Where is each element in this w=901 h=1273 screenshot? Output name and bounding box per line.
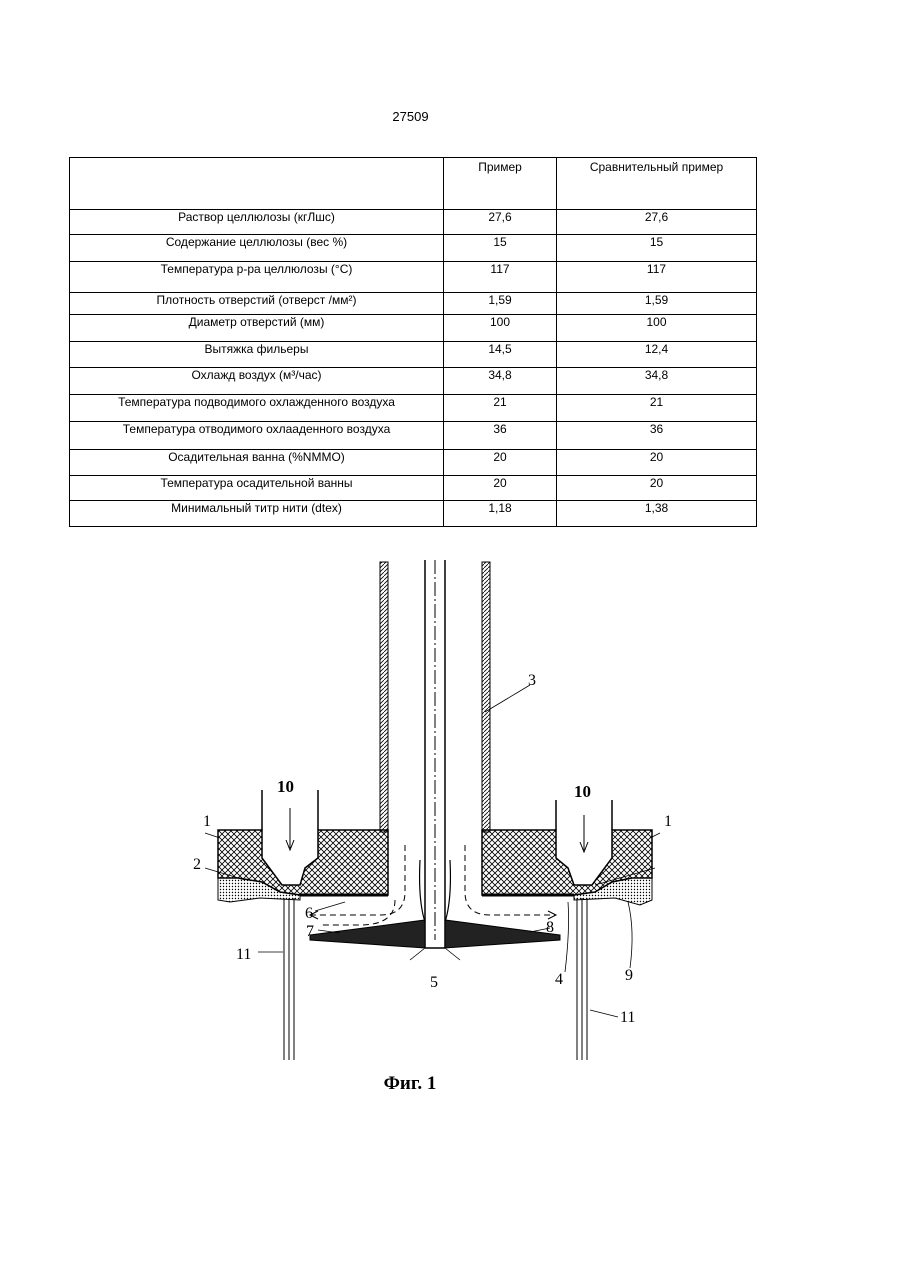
header-cell-comparative: Сравнительный пример [557,158,757,210]
row-label-cell: Охлажд воздух (м³/час) [70,368,444,395]
label-11-left: 11 [236,946,251,963]
label-3: 3 [528,672,536,689]
row-label-cell: Минимальный титр нити (dtex) [70,501,444,527]
row-label-cell: Диаметр отверстий (мм) [70,315,444,342]
label-1-left: 1 [203,813,211,830]
comparative-value-cell: 21 [557,395,757,422]
label-10-right: 10 [574,782,591,801]
row-label-cell: Раствор целлюлозы (кгЛшс) [70,210,444,235]
example-value-cell: 14,5 [444,342,557,368]
example-value-cell: 36 [444,422,557,450]
label-9: 9 [625,967,633,984]
label-2: 2 [193,856,201,873]
comparative-value-cell: 20 [557,450,757,476]
example-value-cell: 27,6 [444,210,557,235]
comparative-value-cell: 36 [557,422,757,450]
row-label-cell: Температура р-ра целлюлозы (°С) [70,262,444,293]
table-row: Содержание целлюлозы (вес %)1515 [70,235,757,262]
label-7: 7 [306,923,314,940]
table-row: Минимальный титр нити (dtex)1,181,38 [70,501,757,527]
label-6: 6 [305,905,313,922]
row-label-cell: Температура осадительной ванны [70,476,444,501]
central-rod [425,560,445,948]
page-number: 27509 [0,109,821,124]
example-value-cell: 117 [444,262,557,293]
row-label-cell: Вытяжка фильеры [70,342,444,368]
right-annular-block [482,800,652,905]
comparative-value-cell: 12,4 [557,342,757,368]
spinning-apparatus-figure: 3 10 10 1 1 2 6 7 8 5 4 9 11 11 [0,550,901,1070]
table-row: Вытяжка фильеры14,512,4 [70,342,757,368]
row-label-cell: Температура подводимого охлажденного воз… [70,395,444,422]
figure-caption: Фиг. 1 [350,1073,470,1095]
comparative-value-cell: 1,38 [557,501,757,527]
example-value-cell: 34,8 [444,368,557,395]
table-row: Температура отводимого охлааденного возд… [70,422,757,450]
row-label-cell: Плотность отверстий (отверст /мм²) [70,293,444,315]
table-row: Охлажд воздух (м³/час)34,834,8 [70,368,757,395]
row-label-cell: Содержание целлюлозы (вес %) [70,235,444,262]
table-row: Температура подводимого охлажденного воз… [70,395,757,422]
example-value-cell: 20 [444,450,557,476]
row-label-cell: Осадительная ванна (%NMMO) [70,450,444,476]
example-value-cell: 1,18 [444,501,557,527]
table-row: Плотность отверстий (отверст /мм²)1,591,… [70,293,757,315]
label-10-left: 10 [277,777,294,796]
comparative-value-cell: 27,6 [557,210,757,235]
example-value-cell: 21 [444,395,557,422]
comparative-value-cell: 15 [557,235,757,262]
left-annular-block [218,790,388,902]
row-label-cell: Температура отводимого охлааденного возд… [70,422,444,450]
comparative-value-cell: 100 [557,315,757,342]
example-value-cell: 15 [444,235,557,262]
table-header-row: Пример Сравнительный пример [70,158,757,210]
leader-lines [205,685,660,1017]
example-value-cell: 20 [444,476,557,501]
header-cell-example: Пример [444,158,557,210]
table-row: Температура осадительной ванны2020 [70,476,757,501]
table-row: Раствор целлюлозы (кгЛшс)27,627,6 [70,210,757,235]
comparative-value-cell: 20 [557,476,757,501]
table-row: Температура р-ра целлюлозы (°С)117117 [70,262,757,293]
table-row: Диаметр отверстий (мм)100100 [70,315,757,342]
table-row: Осадительная ванна (%NMMO)2020 [70,450,757,476]
comparative-value-cell: 1,59 [557,293,757,315]
comparative-value-cell: 34,8 [557,368,757,395]
label-5: 5 [430,974,438,991]
header-cell-empty [70,158,444,210]
example-value-cell: 1,59 [444,293,557,315]
label-11-right: 11 [620,1009,635,1026]
label-4: 4 [555,971,563,988]
label-8: 8 [546,919,554,936]
data-table: Пример Сравнительный пример Раствор целл… [69,157,757,527]
comparative-value-cell: 117 [557,262,757,293]
example-value-cell: 100 [444,315,557,342]
label-1-right: 1 [664,813,672,830]
